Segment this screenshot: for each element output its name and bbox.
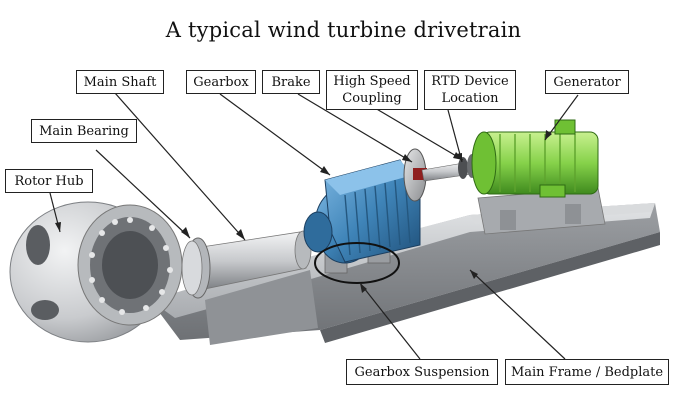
label-brake: Brake <box>262 70 320 94</box>
main-shaft <box>194 230 312 291</box>
diagram-title: A typical wind turbine drivetrain <box>165 18 522 42</box>
label-main-bearing: Main Bearing <box>31 119 137 143</box>
label-rotor-hub: Rotor Hub <box>5 169 93 193</box>
label-main-shaft: Main Shaft <box>76 70 164 94</box>
main-bearing <box>181 237 211 299</box>
leader-arrowheads <box>55 130 552 293</box>
label-generator: Generator <box>545 70 629 94</box>
label-main-frame-bedplate: Main Frame / Bedplate <box>505 359 669 385</box>
high-speed-coupling <box>421 154 477 182</box>
generator-pedestal <box>477 187 606 235</box>
gearbox <box>303 159 421 264</box>
leader-lines <box>49 92 579 360</box>
suspension-highlight-ellipse <box>314 242 400 284</box>
rotor-hub <box>9 201 183 343</box>
label-gearbox: Gearbox <box>186 70 256 94</box>
generator <box>471 119 599 198</box>
label-gearbox-suspension: Gearbox Suspension <box>346 359 498 385</box>
